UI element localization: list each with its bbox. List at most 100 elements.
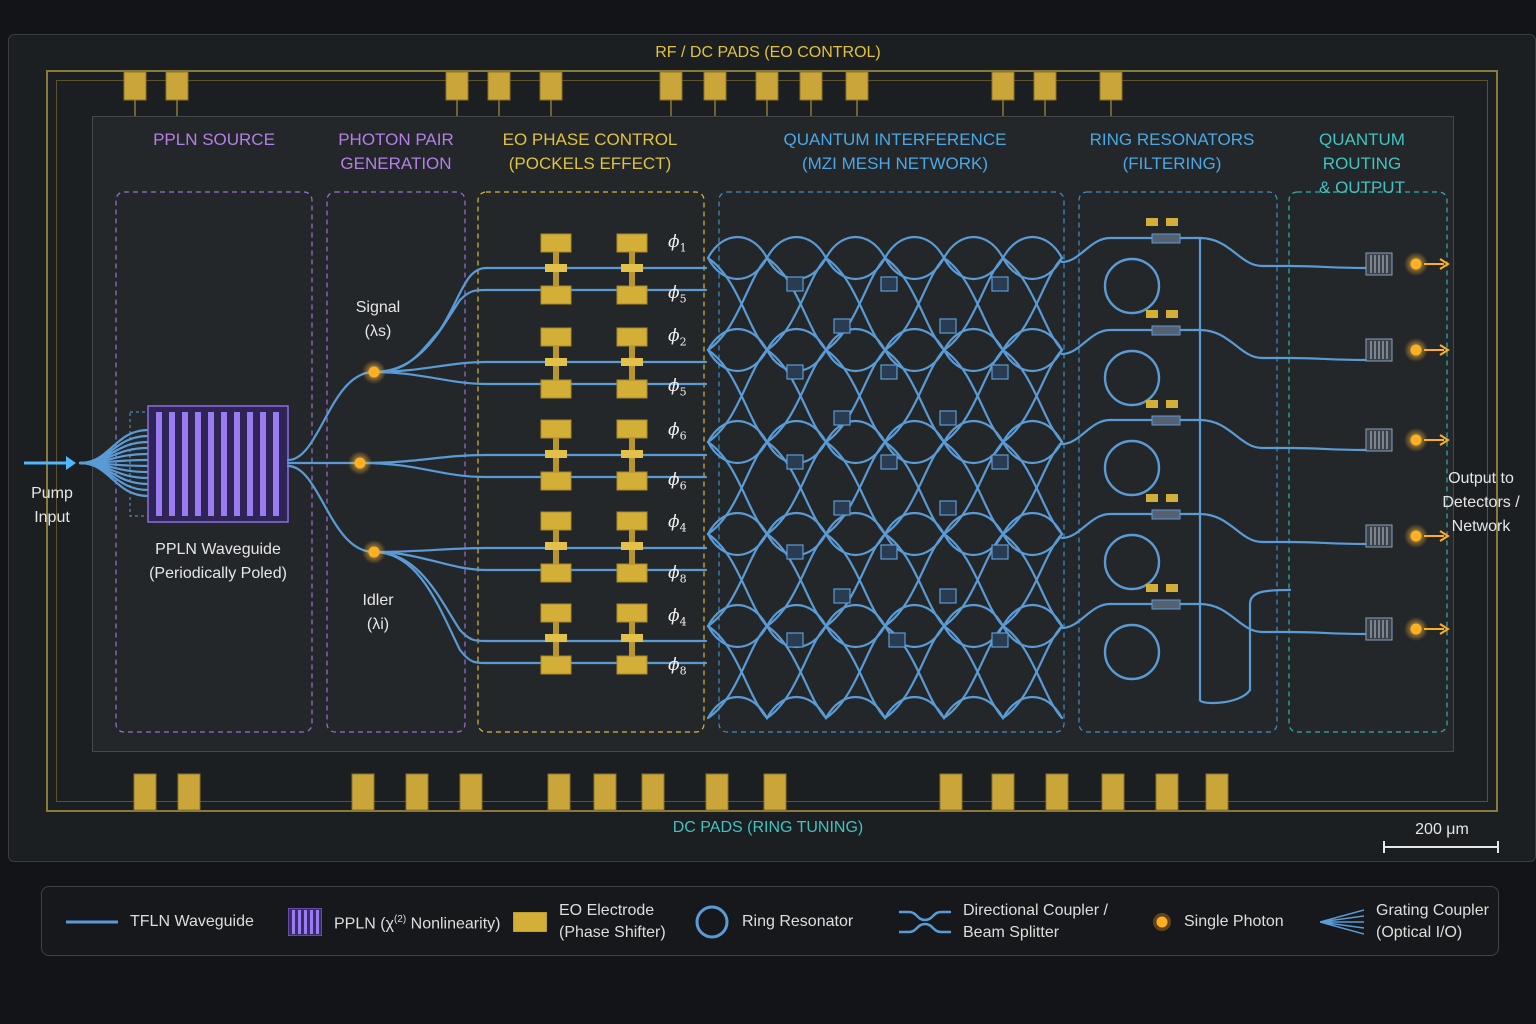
section-title-routing: QUANTUM ROUTING & OUTPUT <box>1319 130 1405 197</box>
directional-coupler <box>939 318 957 334</box>
directional-coupler <box>991 276 1009 292</box>
mzi-crossing <box>1001 624 1064 720</box>
legend: TFLN Waveguide PPLN (χ(2) Nonlinearity) … <box>41 886 1499 956</box>
drop-waveguide <box>1198 602 1292 634</box>
mzi-crossing <box>706 256 769 352</box>
output-photon <box>1410 258 1422 270</box>
bottom-bond-pad <box>939 773 963 811</box>
signal-waveguide <box>286 370 376 462</box>
output-route <box>1288 540 1368 546</box>
bus-waveguide <box>1060 328 1202 356</box>
directional-coupler <box>833 588 851 604</box>
directional-coupler <box>833 410 851 426</box>
eo-electrode <box>540 471 572 491</box>
legend-item-grating: Grating Coupler (Optical I/O) <box>1320 887 1489 957</box>
mzi-crossing <box>942 256 1005 352</box>
top-bond-pad <box>703 71 727 101</box>
directional-coupler <box>786 544 804 560</box>
directional-coupler <box>939 500 957 516</box>
single-photon <box>368 546 380 558</box>
directional-coupler <box>880 454 898 470</box>
electrode-contact <box>545 264 567 272</box>
ring-tuner <box>1151 415 1181 426</box>
bottom-bond-pad <box>133 773 157 811</box>
top-bond-pad <box>845 71 869 101</box>
mzi-crossing <box>942 440 1005 536</box>
legend-item-ring: Ring Resonator <box>694 887 853 957</box>
eo-electrode <box>616 511 648 531</box>
ppln-poling-stripe <box>260 412 266 516</box>
ppln-poling-stripe <box>182 412 188 516</box>
bus-waveguide <box>1060 418 1202 446</box>
ppln-waveguide-label: PPLN Waveguide (Periodically Poled) <box>149 541 287 582</box>
bottom-bond-pad <box>405 773 429 811</box>
legend-label: Directional Coupler / Beam Splitter <box>963 902 1108 941</box>
legend-label: Single Photon <box>1184 913 1284 930</box>
legend-item-ppln: PPLN (χ(2) Nonlinearity) <box>288 887 500 957</box>
ppln-poling-stripe <box>247 412 253 516</box>
routing-bus <box>1198 236 1252 705</box>
eo-electrode <box>540 285 572 305</box>
phase-label: ϕ2 <box>668 326 687 349</box>
mzi-crossing <box>824 440 887 536</box>
section-title-pair-generation: PHOTON PAIR GENERATION <box>338 130 454 173</box>
directional-coupler <box>786 276 804 292</box>
legend-item-coupler: Directional Coupler / Beam Splitter <box>899 887 1108 957</box>
ring-heater-pad <box>1166 218 1178 226</box>
fanout <box>358 461 488 479</box>
fan-in-region <box>129 411 161 517</box>
top-bond-pad <box>991 71 1015 101</box>
mzi-crossing <box>765 440 828 536</box>
ppln-poling-stripe <box>195 412 201 516</box>
eo-electrode <box>540 655 572 675</box>
phase-label: ϕ4 <box>668 512 687 535</box>
mzi-crossing <box>765 348 828 444</box>
directional-coupler-icon <box>899 910 951 934</box>
single-photon <box>368 366 380 378</box>
legend-label: TFLN Waveguide <box>130 913 254 930</box>
eo-electrode <box>616 419 648 439</box>
legend-item-electrode: EO Electrode (Phase Shifter) <box>513 887 666 957</box>
fanout <box>372 550 488 665</box>
mzi-crossing <box>942 532 1005 628</box>
directional-coupler <box>880 544 898 560</box>
eo-electrode <box>616 233 648 253</box>
directional-coupler <box>833 500 851 516</box>
fanout <box>358 453 488 465</box>
fanout <box>372 546 488 554</box>
ppln-poling-stripe <box>156 412 162 516</box>
electrode-contact <box>545 542 567 550</box>
top-bond-pad <box>487 71 511 101</box>
mzi-crossing <box>824 624 887 720</box>
phase-label: ϕ5 <box>668 283 687 306</box>
directional-coupler <box>991 544 1009 560</box>
mzi-crossing <box>706 348 769 444</box>
bottom-bond-pad <box>641 773 665 811</box>
ring-heater-pad <box>1146 584 1158 592</box>
pad-ring-frame <box>46 70 1498 812</box>
mzi-crossing <box>883 256 946 352</box>
fanout <box>372 370 488 386</box>
directional-coupler <box>939 588 957 604</box>
section-title-mzi-mesh: QUANTUM INTERFERENCE (MZI MESH NETWORK) <box>783 130 1007 173</box>
single-photon-icon <box>1153 913 1171 931</box>
section-box-routing <box>1288 191 1448 733</box>
eo-electrode <box>616 285 648 305</box>
eo-electrode <box>616 655 648 675</box>
pump-input-label: Pump Input <box>31 485 73 526</box>
mzi-crossing <box>883 440 946 536</box>
eo-electrode <box>540 511 572 531</box>
ring-tuner <box>1151 509 1181 520</box>
section-title-eo-phase: EO PHASE CONTROL (POCKELS EFFECT) <box>502 130 678 173</box>
electrode-contact <box>621 542 643 550</box>
mzi-crossing <box>1001 256 1064 352</box>
bus-waveguide <box>1060 236 1202 264</box>
eo-electrode <box>616 563 648 583</box>
bottom-bond-pad <box>593 773 617 811</box>
output-route <box>1288 356 1368 362</box>
ring-heater-pad <box>1166 494 1178 502</box>
drop-waveguide <box>1198 328 1292 360</box>
bus-waveguide <box>1060 512 1202 540</box>
mzi-crossing <box>765 256 828 352</box>
eo-electrode <box>540 327 572 347</box>
